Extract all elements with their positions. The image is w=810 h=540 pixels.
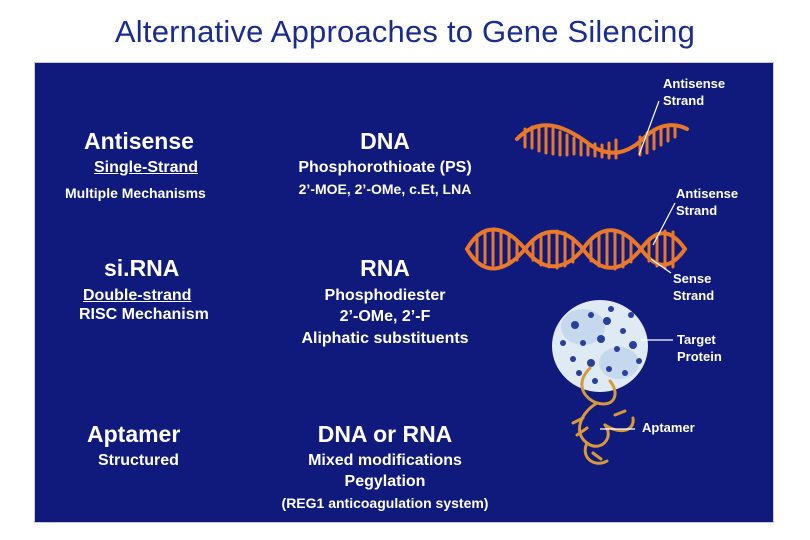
- slide-title: Alternative Approaches to Gene Silencing: [114, 14, 696, 49]
- label-line: Antisense: [663, 76, 726, 91]
- sirna-heading: si.RNA: [104, 255, 180, 281]
- aptamer-structure: Structured: [98, 452, 179, 469]
- sirna-mechanism: RISC Mechanism: [79, 306, 209, 323]
- dna-or-rna-heading: DNA or RNA: [317, 421, 453, 447]
- rna-chemistry-line3: Aliphatic substituents: [301, 330, 469, 347]
- dna-heading: DNA: [360, 128, 410, 154]
- label-target-protein: Target Protein: [677, 331, 722, 365]
- label-line: Sense: [673, 271, 712, 286]
- antisense-strand-type: Single-Strand: [94, 159, 199, 176]
- sirna-double-strand-icon: [465, 227, 687, 271]
- label-line: Strand: [663, 93, 705, 108]
- aptamer-chemistry-line2: Pegylation: [344, 473, 426, 490]
- label-line: Strand: [676, 203, 718, 218]
- label-line: Antisense: [676, 186, 739, 201]
- label-line: Protein: [677, 349, 722, 364]
- sirna-strand-type: Double-strand: [83, 287, 192, 304]
- aptamer-chemistry-line3: (REG1 anticoagulation system): [281, 495, 489, 511]
- content-panel: Antisense Single-Strand Multiple Mechani…: [34, 62, 774, 523]
- rna-heading: RNA: [360, 255, 410, 281]
- antisense-heading: Antisense: [84, 128, 194, 154]
- label-sense-strand: Sense Strand: [673, 270, 714, 304]
- aptamer-chemistry-line1: Mixed modifications: [308, 452, 462, 469]
- target-protein-icon: [552, 300, 648, 392]
- aptamer-heading: Aptamer: [87, 421, 181, 447]
- antisense-single-strand-icon: [515, 123, 689, 160]
- label-aptamer: Aptamer: [642, 420, 695, 435]
- antisense-mechanism: Multiple Mechanisms: [65, 185, 206, 201]
- dna-chemistry-line2: 2’-MOE, 2’-OMe, c.Et, LNA: [298, 181, 472, 197]
- illustration: [465, 100, 689, 465]
- label-line: Strand: [673, 288, 715, 303]
- aptamer-icon: [571, 366, 635, 465]
- label-antisense-strand-1: Antisense Strand: [663, 75, 725, 109]
- label-antisense-strand-2: Antisense Strand: [676, 185, 738, 219]
- dna-chemistry-line1: Phosphorothioate (PS): [298, 159, 472, 176]
- label-line: Target: [677, 332, 716, 347]
- rna-chemistry-line1: Phosphodiester: [324, 287, 446, 304]
- rna-chemistry-line2: 2’-OMe, 2’-F: [339, 308, 431, 325]
